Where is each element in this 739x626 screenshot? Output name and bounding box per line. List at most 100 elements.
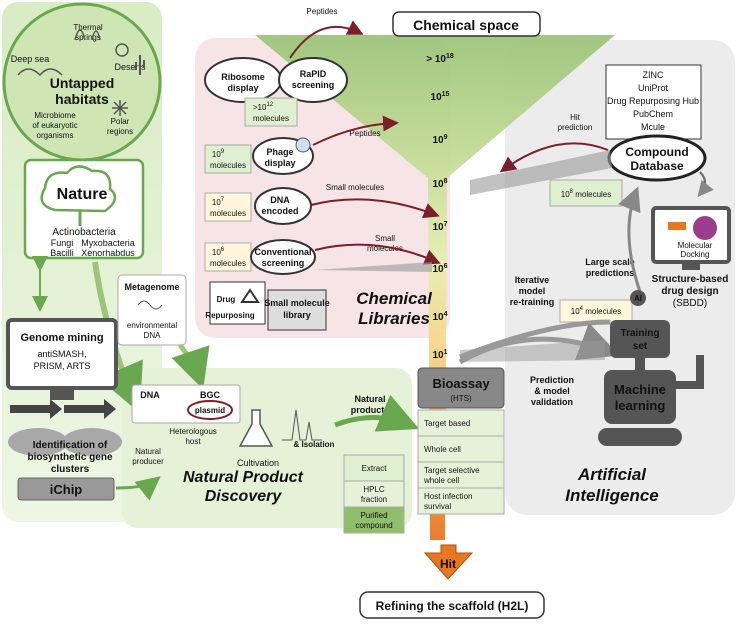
ai-head-icon — [630, 290, 646, 306]
identification-line2: biosynthetic gene — [27, 452, 112, 463]
genome-mining-line1: antiSMASH, — [37, 349, 86, 359]
docking-label-2: Docking — [681, 250, 710, 259]
iterative-label-1: Iterative — [515, 275, 550, 285]
bioassay-title: Bioassay — [432, 376, 490, 391]
funnel-level-8: 101 — [432, 349, 447, 361]
ai-title-1: Artificial — [577, 465, 647, 484]
funnel-level-6: 106 — [432, 263, 447, 275]
sml-label-2: library — [283, 310, 311, 320]
habitats-title-2: habitats — [55, 91, 109, 107]
database-item: PubChem — [633, 109, 673, 119]
small-molecules-label: Small molecules — [326, 183, 384, 192]
protein-icon — [693, 216, 717, 240]
drug-label-1: Drug — [217, 295, 236, 304]
chromatogram-icon — [282, 409, 322, 441]
fraction-label: compound — [355, 521, 392, 530]
chemical-space-title: Chemical space — [413, 17, 519, 33]
microbiome-label-2: of eukaryotic — [32, 121, 77, 130]
bioassay-item-label: Target selective — [424, 466, 480, 475]
fraction-label: Purified — [360, 511, 387, 520]
compound-db-label-2: Database — [630, 159, 684, 173]
small-molecules-2-label-a: Small — [375, 234, 395, 243]
dna-label: DNA — [140, 390, 160, 400]
ichip-box — [17, 477, 115, 501]
myxobacteria-label: Myxobacteria — [81, 238, 135, 248]
identification-line3: clusters — [51, 464, 90, 475]
ligand-icon — [668, 222, 686, 230]
prediction-label-2: & model — [534, 386, 570, 396]
funnel-level-4: 108 — [432, 178, 447, 190]
training-label-2: set — [633, 341, 648, 352]
monitor-stand-icon — [50, 390, 74, 400]
m12-unit: molecules — [253, 114, 289, 123]
fraction-box — [343, 480, 405, 508]
npd-title-1: Natural Product — [183, 469, 304, 486]
sml-label-1: Small molecule — [264, 298, 330, 308]
docking-label-1: Molecular — [678, 241, 713, 250]
dna-strand-icon — [137, 300, 163, 310]
training-beam — [460, 340, 605, 362]
plasmid-icon — [187, 400, 233, 420]
natural-producer-label-1: Natural — [135, 447, 161, 456]
m7-value: 107 — [212, 197, 225, 207]
dna-encoded-node — [254, 187, 312, 225]
bioassay-item-label: survival — [424, 502, 451, 511]
small-molecules-2-label-b: molecules — [367, 244, 403, 253]
metagenome-title: Metagenome — [124, 282, 179, 292]
m6-box — [204, 242, 252, 272]
m6-value: 106 — [212, 247, 225, 257]
iterative-label-2: model — [519, 286, 546, 296]
microbiome-label-3: organisms — [37, 131, 74, 140]
actinobacteria-label: Actinobacteria — [52, 227, 116, 238]
conventional-label-1: Conventional — [254, 247, 311, 257]
fraction-label: HPLC — [363, 485, 385, 494]
robot-arm-icon — [676, 355, 704, 389]
bioassay-sub: (HTS) — [450, 394, 472, 403]
genome-mining-title: Genome mining — [20, 332, 103, 344]
dna-bgc-box — [131, 384, 241, 424]
metagenome-line2: DNA — [144, 331, 162, 340]
peptides-arrow — [312, 115, 399, 146]
chem-lib-title-1: Chemical — [356, 289, 433, 308]
hit-arrow — [423, 544, 474, 580]
database-item: UniProt — [638, 83, 669, 93]
docking-stand-icon — [682, 262, 700, 270]
thermal-label-1: Thermal — [73, 23, 103, 32]
rapid-label-1: RaPID — [300, 69, 327, 79]
hit-label: Hit — [440, 557, 456, 571]
bioassay-item-label: Target based — [424, 419, 470, 428]
microbiome-label-1: Microbiome — [34, 111, 76, 120]
rapid-label-2: screening — [292, 80, 335, 90]
heterologous-label-1: Heterologous — [169, 427, 217, 436]
m6-unit: molecules — [210, 259, 246, 268]
iterative-label-3: re-training — [510, 297, 555, 307]
npd-title-2: Discovery — [205, 488, 283, 505]
phage-icon — [295, 137, 311, 153]
large-scale-label-2: predictions — [586, 268, 635, 278]
sun-icon — [115, 43, 129, 57]
ai-title-2: Intelligence — [565, 486, 659, 505]
robot-tracks-icon — [598, 428, 682, 446]
natural-products-arrow — [334, 394, 420, 432]
genome-mining-line2: PRISM, ARTS — [34, 361, 91, 371]
ichip-label: iChip — [50, 482, 83, 497]
thermal-label-2: springs — [75, 33, 101, 42]
fraction-label: Extract — [362, 464, 388, 473]
large-scale-label-1: Large scale — [585, 257, 635, 267]
peptides-top-arrow — [289, 20, 364, 59]
peptides-top-label: Peptides — [306, 7, 337, 16]
habitats-title-1: Untapped — [50, 75, 115, 91]
bgc-label: BGC — [200, 390, 221, 400]
funnel — [255, 35, 615, 540]
ribosome-label-1: Ribosome — [221, 72, 265, 82]
identification-line1: Identification of — [33, 440, 108, 451]
sbdd-label-1: Structure-based — [652, 274, 729, 285]
ichip-arrow — [115, 476, 161, 501]
bioassay-item-box — [417, 435, 505, 463]
cultivation-label: Cultivation — [237, 458, 279, 468]
database-item: Mcule — [641, 122, 665, 132]
ml-label-2: learning — [615, 398, 666, 413]
fungi-label: Fungi — [51, 238, 74, 248]
